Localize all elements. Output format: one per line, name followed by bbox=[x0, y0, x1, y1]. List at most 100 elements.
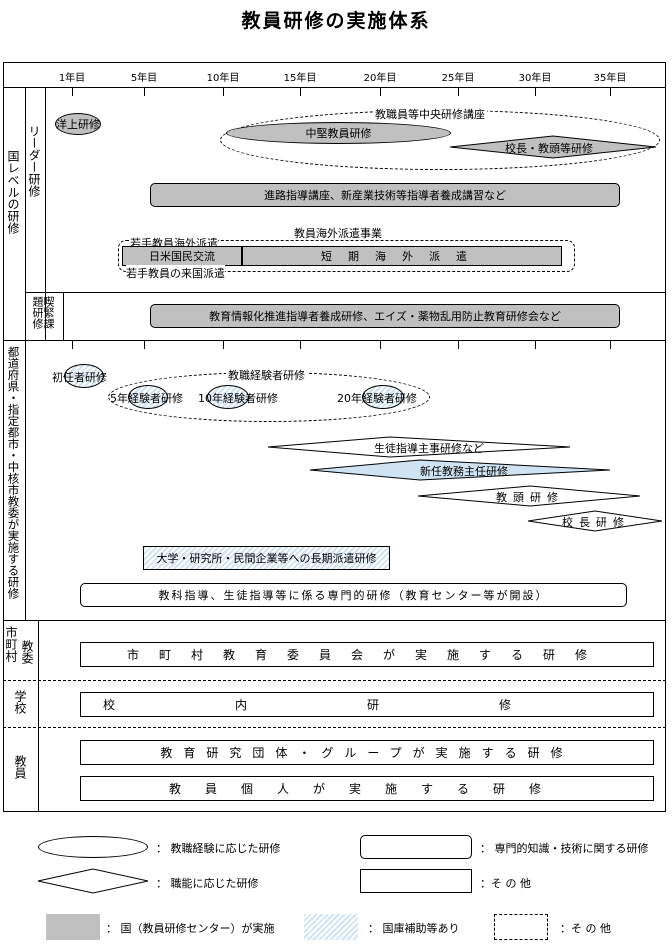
page-title: 教員研修の実施体系 bbox=[241, 10, 431, 32]
year-tick bbox=[610, 88, 611, 96]
school-divider bbox=[3, 680, 666, 681]
y5-label: 5年経験者研修 bbox=[110, 392, 183, 405]
section-municipal-label: 市町村 bbox=[4, 626, 18, 662]
municipal-bar-label: 市町村教育委員会が実施する研修 bbox=[126, 648, 607, 662]
year-tick bbox=[300, 88, 301, 96]
section-leader-label: リーダー研修 bbox=[27, 125, 41, 197]
tanki-bar: 短期海外派遣 bbox=[242, 246, 562, 266]
section-municipal-label-2: 教委 bbox=[20, 640, 34, 664]
header-divider bbox=[3, 87, 666, 88]
year-tick bbox=[535, 88, 536, 96]
section-urgent-label: 喫緊課題研修 bbox=[31, 296, 55, 329]
urgent-bar: 教育情報化推進指導者養成研修、エイズ・薬物乱用防止教育研修会など bbox=[150, 304, 620, 328]
overseas-label: 教員海外派遣事業 bbox=[294, 227, 382, 240]
municipal-bar: 市町村教育委員会が実施する研修 bbox=[80, 642, 654, 667]
legend-diamond-label: ： 職能に応じた研修 bbox=[156, 877, 259, 890]
year-tick bbox=[144, 341, 145, 349]
overseas-outline bbox=[118, 240, 575, 272]
school-bar-label: 校内研修 bbox=[102, 698, 631, 712]
legend-rounded-swatch bbox=[360, 835, 472, 859]
chuken-label: 中堅教員研修 bbox=[305, 127, 372, 140]
legend-rect-swatch bbox=[360, 869, 472, 893]
senmon-label: 教科指導、生徒指導等に係る専門的研修（教育センター等が開設） bbox=[158, 589, 549, 602]
shinnin-label: 初任者研修 bbox=[52, 371, 107, 384]
y20-ellipse bbox=[362, 385, 404, 409]
prefecture-divider bbox=[3, 340, 666, 341]
year-tick bbox=[223, 341, 224, 349]
legend-hatch-swatch bbox=[304, 914, 358, 940]
shinro-bar: 進路指導講座、新産業技術等指導者養成講習など bbox=[150, 183, 620, 207]
nichibei-bar: 日米国民交流 bbox=[122, 246, 242, 266]
kyoto-label: 教頭研修 bbox=[496, 491, 564, 504]
year-label: 10年目 bbox=[206, 73, 240, 84]
legend-diamond-swatch bbox=[37, 868, 149, 894]
section-school-label: 学校 bbox=[13, 690, 27, 714]
year-label: 15年目 bbox=[283, 73, 317, 84]
year-tick bbox=[458, 88, 459, 96]
legend-dashed-label: ：そ の 他 bbox=[560, 922, 611, 935]
legend-dashed-swatch bbox=[494, 914, 548, 940]
teacher-divider bbox=[3, 727, 666, 728]
seito-diamond bbox=[267, 436, 571, 458]
y10-ellipse bbox=[207, 385, 249, 409]
teacher-bar-1-label: 教育研究団体・グループが実施する研修 bbox=[160, 746, 574, 760]
year-label: 5年目 bbox=[130, 73, 158, 84]
municipal-divider bbox=[3, 620, 666, 621]
school-bar: 校内研修 bbox=[80, 692, 654, 717]
legend-ellipse-label: ： 教職経験に応じた研修 bbox=[156, 842, 281, 855]
urgent-bar-label: 教育情報化推進指導者養成研修、エイズ・薬物乱用防止教育研修会など bbox=[209, 310, 561, 323]
year-label: 25年目 bbox=[441, 73, 475, 84]
tanki-label: 短期海外派遣 bbox=[321, 250, 483, 263]
nichibei-label: 日米国民交流 bbox=[149, 250, 215, 263]
year-tick bbox=[380, 88, 381, 96]
legend-ellipse-swatch bbox=[38, 836, 148, 858]
year-tick bbox=[72, 341, 73, 349]
legend-rect-label: ：そ の 他 bbox=[480, 877, 531, 890]
kocho-national-label: 校長・教頭等研修 bbox=[505, 142, 593, 155]
year-tick bbox=[144, 88, 145, 96]
teacher-bar-2-label: 教員個人が実施する研修 bbox=[168, 782, 565, 796]
keiken-label: 教職経験者研修 bbox=[226, 367, 307, 383]
urgent-divider bbox=[25, 292, 666, 293]
teacher-bar-2: 教員個人が実施する研修 bbox=[80, 776, 654, 801]
kyoto-diamond bbox=[417, 485, 641, 507]
year-label: 1年目 bbox=[58, 73, 86, 84]
yojo-ellipse: 洋上研修 bbox=[55, 113, 101, 135]
section-national-label: 国レベルの研修 bbox=[6, 150, 20, 234]
yojo-label: 洋上研修 bbox=[56, 118, 100, 131]
prefecture-col-divider bbox=[25, 340, 26, 620]
legend-rounded-label: ： 専門的知識・技術に関する研修 bbox=[480, 842, 649, 855]
year-tick bbox=[610, 341, 611, 349]
central-course-label: 教職員等中央研修講座 bbox=[373, 106, 487, 122]
legend-gray-swatch bbox=[46, 914, 100, 940]
year-label: 35年目 bbox=[593, 73, 627, 84]
senmon-bar: 教科指導、生徒指導等に係る専門的研修（教育センター等が開設） bbox=[80, 583, 627, 607]
shinnin-ellipse bbox=[64, 364, 104, 388]
year-tick bbox=[72, 88, 73, 96]
year-label: 30年目 bbox=[518, 73, 552, 84]
y10-label: 10年経験者研修 bbox=[198, 392, 278, 405]
year-tick bbox=[458, 341, 459, 349]
y20-label: 20年経験者研修 bbox=[337, 392, 417, 405]
section-teacher-label: 教員 bbox=[13, 755, 27, 779]
section-prefecture-label: 都道府県・指定都市・中核市教委が実施する研修 bbox=[6, 346, 21, 599]
year-tick bbox=[223, 88, 224, 96]
year-tick bbox=[300, 341, 301, 349]
kocho-pref-diamond bbox=[527, 510, 663, 532]
national-col-divider bbox=[25, 87, 26, 340]
year-tick bbox=[535, 341, 536, 349]
seito-label: 生徒指導主事研修など bbox=[374, 442, 484, 455]
kyomu-diamond bbox=[309, 459, 611, 481]
chuken-ellipse: 中堅教員研修 bbox=[226, 122, 451, 144]
kocho-pref-label: 校長研修 bbox=[562, 516, 630, 529]
legend-gray-label: ： 国（教員研修センター）が実施 bbox=[106, 922, 275, 935]
teacher-bar-1: 教育研究団体・グループが実施する研修 bbox=[80, 740, 654, 765]
wakate-raibei-label: 若手教員の来国派遣 bbox=[126, 265, 225, 281]
bottom-col-divider bbox=[38, 620, 39, 812]
urgent-col-divider bbox=[63, 292, 64, 340]
shinro-label: 進路指導講座、新産業技術等指導者養成講習など bbox=[264, 189, 506, 202]
y5-ellipse bbox=[128, 385, 168, 409]
diagram-frame bbox=[3, 62, 666, 812]
